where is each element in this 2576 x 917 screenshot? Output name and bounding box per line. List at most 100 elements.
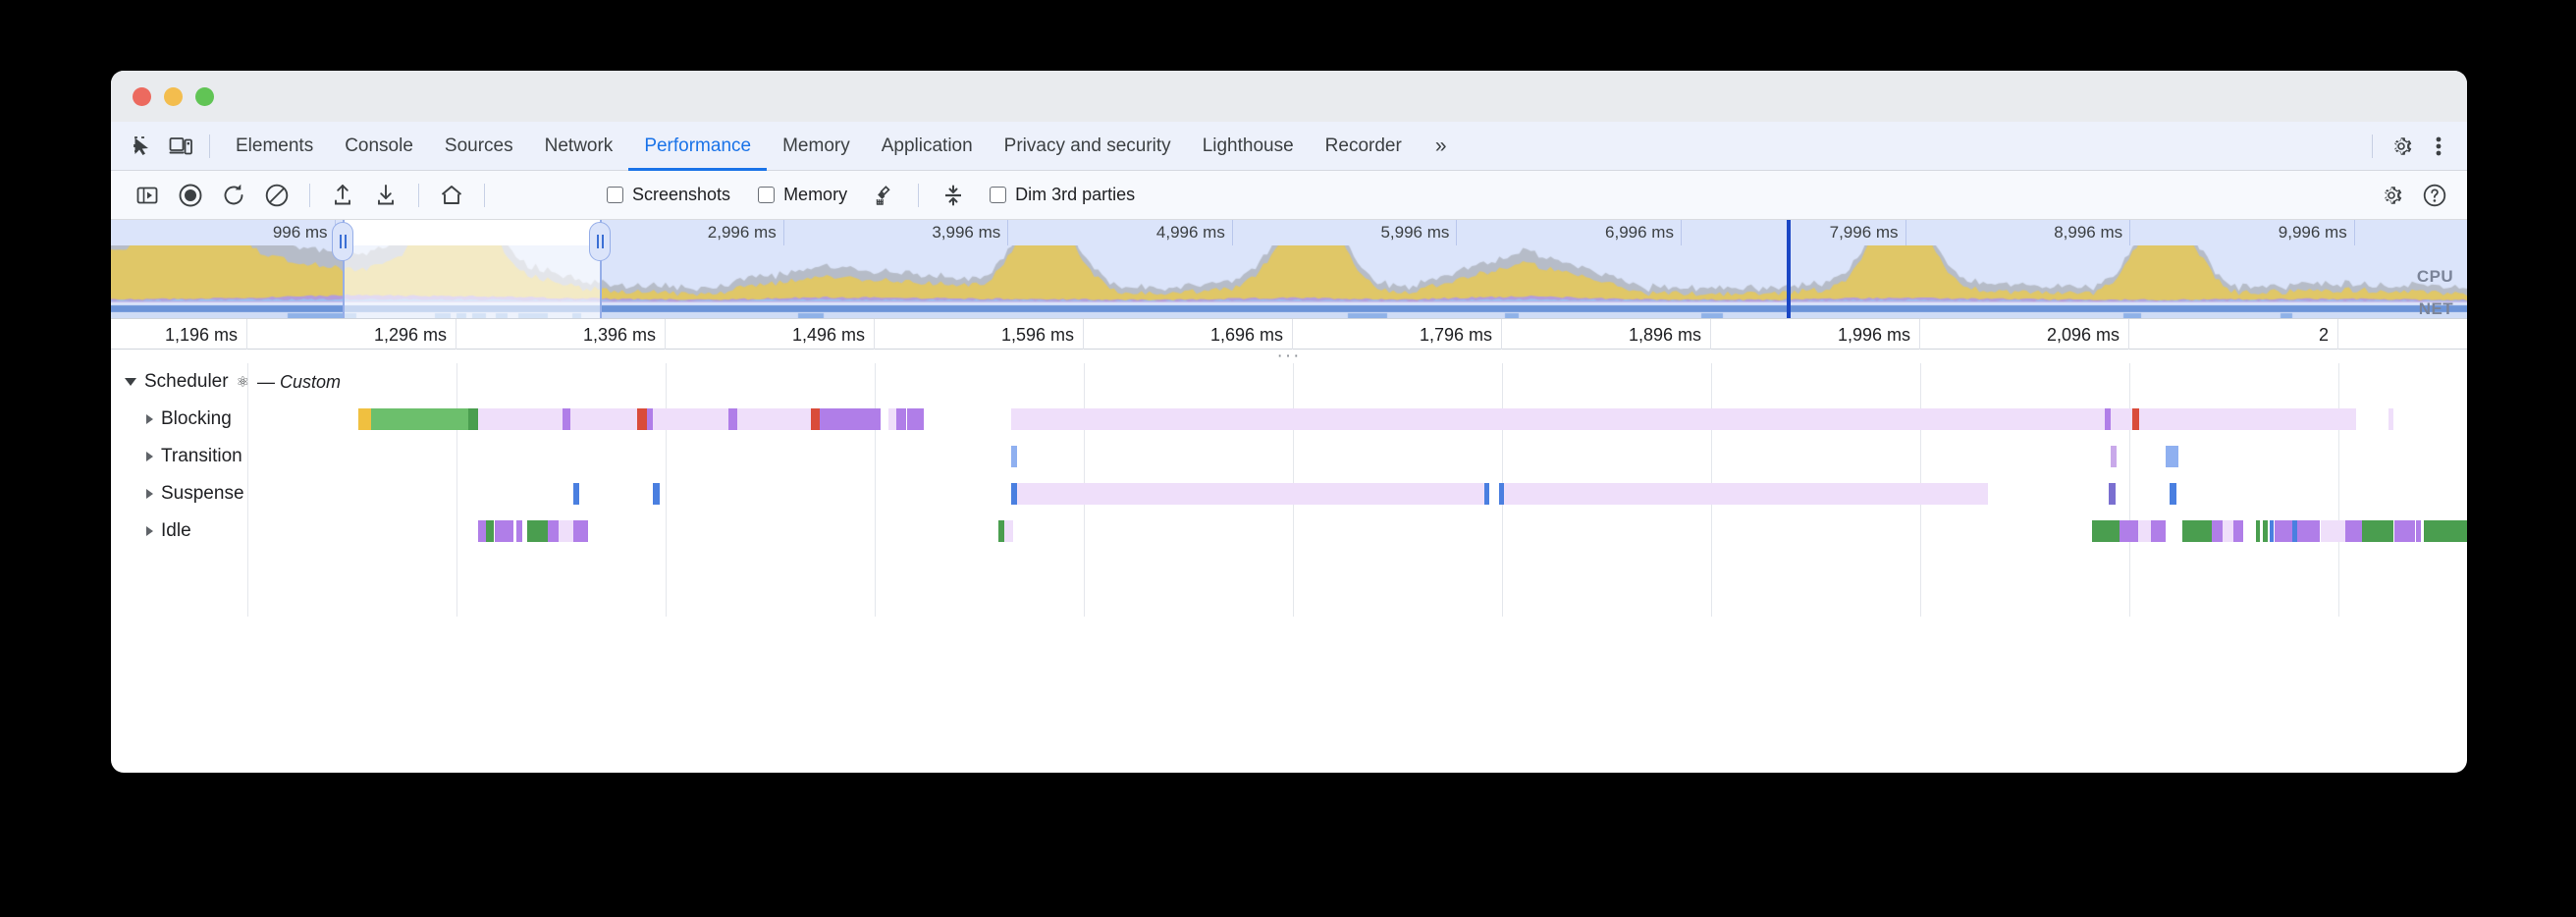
flame-span[interactable] [653,408,729,430]
screenshots-checkbox[interactable]: Screenshots [595,185,742,205]
track-suspense-bars[interactable] [111,475,2467,512]
flame-chart-pane[interactable]: Scheduler ⚛ — Custom Blocking Transition… [111,363,2467,617]
pane-resize-handle[interactable]: ··· [111,347,2467,365]
flame-span[interactable] [826,408,881,430]
track-row-blocking[interactable]: Blocking [111,401,2467,438]
overview-playhead[interactable] [1787,220,1791,318]
track-suspense[interactable]: Suspense [111,475,244,512]
flame-span[interactable] [637,408,647,430]
flame-span[interactable] [2139,408,2356,430]
flame-span[interactable] [371,408,468,430]
flame-span[interactable] [646,408,654,430]
flame-span[interactable] [2151,520,2166,542]
track-blocking[interactable]: Blocking [111,401,232,438]
flame-span[interactable] [1483,483,1490,505]
download-profile-button[interactable] [365,178,406,213]
screenshots-checkbox-box[interactable] [607,187,623,203]
flame-span[interactable] [1010,408,2105,430]
flame-span[interactable] [2362,520,2394,542]
flame-span[interactable] [997,520,1005,542]
clear-button[interactable] [256,178,297,213]
upload-profile-button[interactable] [322,178,363,213]
flame-span[interactable] [572,520,588,542]
flame-span[interactable] [485,520,495,542]
flame-span[interactable] [2111,408,2132,430]
flame-span[interactable] [2182,520,2213,542]
flame-span[interactable] [737,408,811,430]
record-button[interactable] [170,178,211,213]
flame-span[interactable] [895,408,907,430]
flame-span[interactable] [526,520,549,542]
flame-span[interactable] [1017,483,1484,505]
flame-span[interactable] [819,408,826,430]
more-tabs-chevron-icon[interactable]: » [1434,134,1447,157]
garbage-collect-icon[interactable] [863,178,904,213]
flame-span[interactable] [563,408,570,430]
flame-span[interactable] [1010,483,1017,505]
flame-span[interactable] [2296,520,2321,542]
flame-span[interactable] [2166,446,2178,467]
flame-span[interactable] [558,520,573,542]
more-options-icon[interactable] [2420,130,2457,163]
tab-privacy-and-security[interactable]: Privacy and security [1003,135,1171,156]
flame-span[interactable] [2423,520,2467,542]
flame-span[interactable] [2388,408,2394,430]
reload-and-record-button[interactable] [213,178,254,213]
window-zoom-button[interactable] [195,86,214,106]
flame-span[interactable] [653,483,660,505]
tab-network[interactable]: Network [544,135,614,156]
track-transition[interactable]: Transition [111,438,242,475]
chevron-right-icon[interactable] [146,414,153,424]
overview-window-left-handle[interactable] [332,222,353,261]
device-toolbar-icon[interactable] [162,130,199,163]
flame-span[interactable] [2262,520,2268,542]
memory-checkbox[interactable]: Memory [746,185,859,205]
flame-span[interactable] [2291,520,2297,542]
help-icon[interactable] [2414,178,2455,213]
flame-span[interactable] [2345,520,2363,542]
flame-span[interactable] [467,408,479,430]
tab-application[interactable]: Application [881,135,973,156]
track-idle[interactable]: Idle [111,512,191,550]
dim-3rd-parties-checkbox[interactable]: Dim 3rd parties [978,185,1147,205]
chevron-right-icon[interactable] [146,452,153,461]
flame-span[interactable] [569,408,638,430]
flame-span[interactable] [2131,408,2140,430]
track-transition-bars[interactable] [111,438,2467,475]
flame-span[interactable] [2119,520,2139,542]
tab-memory[interactable]: Memory [782,135,850,156]
tab-recorder[interactable]: Recorder [1324,135,1402,156]
flame-span[interactable] [2320,520,2346,542]
window-minimize-button[interactable] [164,86,183,106]
inspect-element-icon[interactable] [125,130,162,163]
overview-window-right-handle[interactable] [589,222,611,261]
timeline-overview[interactable]: 996 ms1,996 ms2,996 ms3,996 ms4,996 ms5,… [111,220,2467,318]
flame-span[interactable] [2270,520,2275,542]
flame-span[interactable] [1010,446,1017,467]
flame-span[interactable] [358,408,372,430]
tab-lighthouse[interactable]: Lighthouse [1202,135,1294,156]
flame-span[interactable] [888,408,896,430]
flame-span[interactable] [2170,483,2176,505]
capture-settings-gear-icon[interactable] [2371,178,2412,213]
flame-span[interactable] [572,483,580,505]
flame-span[interactable] [2232,520,2244,542]
toggle-sidebar-button[interactable] [127,178,168,213]
flame-span[interactable] [2416,520,2422,542]
flame-span[interactable] [2092,520,2120,542]
track-row-transition[interactable]: Transition [111,438,2467,475]
flame-span[interactable] [2111,446,2117,467]
tab-sources[interactable]: Sources [444,135,513,156]
settings-gear-icon[interactable] [2383,130,2420,163]
dim-3rd-parties-checkbox-box[interactable] [990,187,1007,203]
track-blocking-bars[interactable] [111,401,2467,438]
track-idle-bars[interactable] [111,512,2467,550]
tab-performance[interactable]: Performance [628,122,767,171]
chevron-down-icon[interactable] [125,378,136,386]
flame-span[interactable] [516,520,523,542]
collapse-rows-icon[interactable] [933,178,974,213]
flame-span[interactable] [548,520,559,542]
window-close-button[interactable] [133,86,151,106]
flame-span[interactable] [478,408,564,430]
